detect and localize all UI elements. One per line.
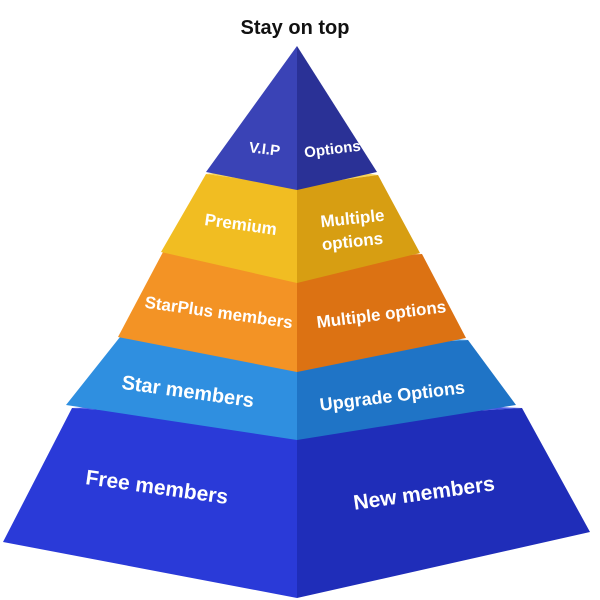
pyramid-top-label: Stay on top [241,17,350,39]
tier-1-right-face [297,46,377,190]
tier-1-left-label: V.I.P [248,139,281,160]
tier-free-members: Free members New members [3,400,590,598]
tier-starplus-members: StarPlus members Multiple options [118,245,466,372]
tier-5-right-face [297,408,590,598]
tier-2-right-face [297,175,420,283]
tier-3-right-face [297,254,466,372]
tier-1-right-label: Options [303,138,361,162]
tier-4-left-face [66,337,297,440]
tier-4-right-face [297,340,516,440]
tier-1-left-face [206,46,297,190]
tier-2-left-face [161,174,297,283]
tier-5-left-face [3,408,297,598]
tier-3-left-face [118,252,297,372]
tier-vip: V.I.P Options [206,46,377,190]
